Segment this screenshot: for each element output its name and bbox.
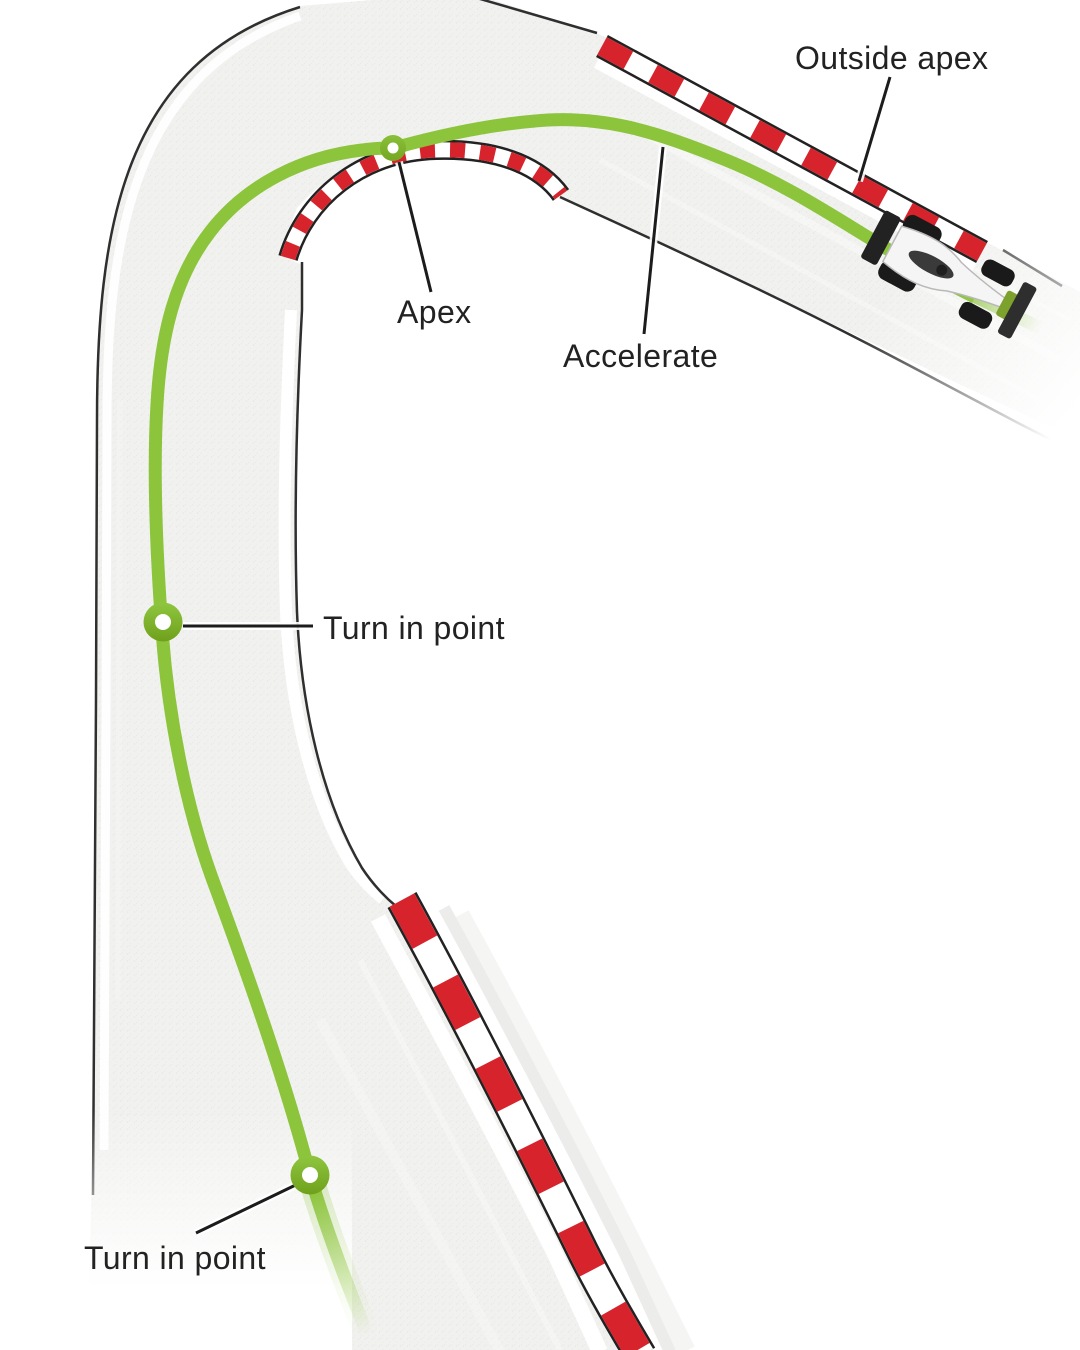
turn-in-marker-mid — [143, 602, 183, 642]
turn-in-bottom-label: Turn in point — [84, 1240, 266, 1276]
turn-in-mid-label: Turn in point — [323, 610, 505, 646]
racing-line — [148, 113, 1051, 1350]
annotation-leader-lines — [183, 75, 894, 1237]
apex-marker — [380, 135, 406, 161]
accelerate-leader — [642, 146, 665, 335]
apex-leader — [397, 161, 433, 293]
accelerate-label: Accelerate — [563, 338, 719, 374]
outside-apex-label: Outside apex — [795, 40, 989, 76]
track-shoulder-strips — [99, 11, 979, 1350]
race-car-illustration — [861, 210, 1037, 339]
turn-in-marker-bottom — [290, 1155, 330, 1195]
turn-in-bottom-leader — [195, 1178, 307, 1235]
apex-label: Apex — [397, 294, 472, 330]
track-surface — [88, 0, 1080, 1350]
entry-kerb-outer-blur — [438, 905, 695, 1350]
outside-apex-leader — [857, 76, 892, 182]
entry-straight-kerb — [387, 892, 656, 1350]
inner-apex-kerb — [278, 139, 570, 262]
